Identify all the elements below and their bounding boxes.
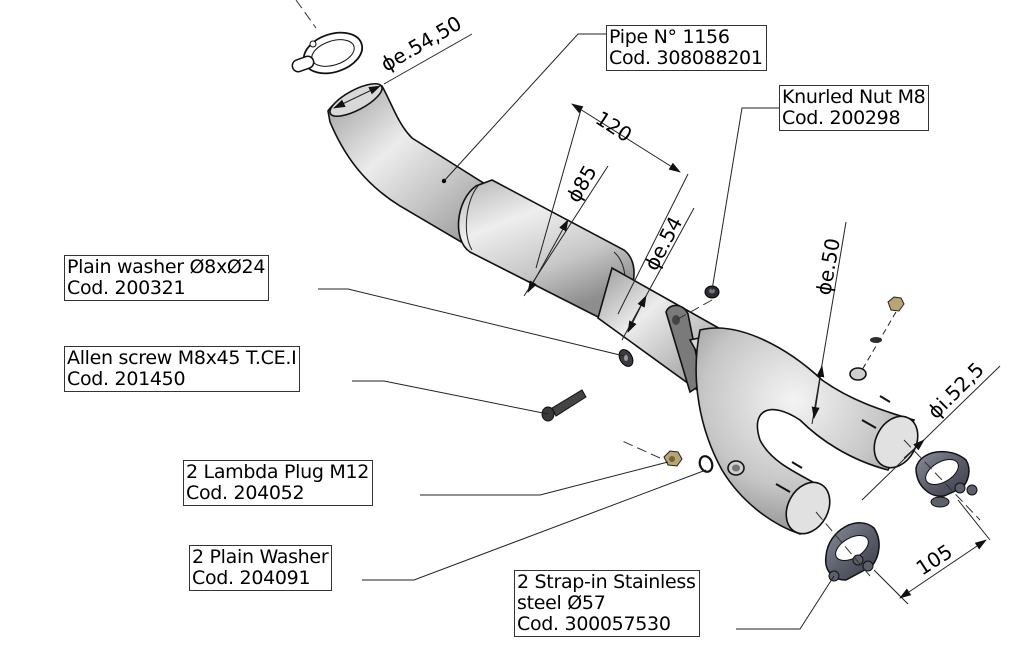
label-pipe-line1: Pipe N° 1156 [609,26,730,48]
label-knurled-nut: Knurled Nut M8 Cod. 200298 [779,85,930,131]
label-lambda-plug-line1: 2 Lambda Plug M12 [186,461,370,483]
plain-washer-part [618,349,634,367]
dim-outlet-inner-diameter: ϕi.52,5 [923,357,989,423]
strap-clamp-upper [915,450,978,508]
label-knurled-nut-line2: Cod. 200298 [782,107,901,129]
label-strap-clamp-line3: Cod. 300057530 [517,613,671,635]
label-plain-washer-line2: Cod. 200321 [67,277,186,299]
label-allen-screw: Allen screw M8x45 T.CE.I Cod. 201450 [64,346,301,392]
strap-clamp-lower [824,522,880,582]
label-strap-clamp-line2: steel Ø57 [517,592,606,614]
label-pipe: Pipe N° 1156 Cod. 308088201 [606,25,767,71]
lambda-plug-part [663,450,683,467]
label-pipe-line2: Cod. 308088201 [609,47,763,69]
label-strap-clamp-line1: 2 Strap-in Stainless [517,571,696,593]
plain-washer-2-part [698,455,714,473]
knurled-nut-part [704,285,720,299]
lambda-boss-upper [849,367,867,381]
label-lambda-plug-line2: Cod. 204052 [186,482,305,504]
dim-outlet-spacing: 105 [912,539,957,580]
label-knurled-nut-line1: Knurled Nut M8 [782,86,926,108]
label-lambda-plug: 2 Lambda Plug M12 Cod. 204052 [183,460,374,506]
lambda-plug-upper-part [861,296,905,371]
top-clamp [291,31,364,75]
label-plain-washer-2: 2 Plain Washer Cod. 204091 [189,545,333,591]
label-plain-washer-line1: Plain washer Ø8xØ24 [67,256,266,278]
axis-lines [295,0,981,577]
pipe-1156 [327,82,919,535]
allen-screw-part [541,389,587,422]
dim-mid-diameter: ϕe.54 [639,212,687,274]
dim-branch-diameter: ϕe.50 [811,236,845,297]
y-junction [695,327,916,535]
outlet-lower [785,481,831,535]
label-plain-washer-2-line1: 2 Plain Washer [192,546,329,568]
dim-inlet-diameter: ϕe.54,50 [377,11,466,76]
label-allen-screw-line1: Allen screw M8x45 T.CE.I [67,347,297,369]
label-plain-washer-2-line2: Cod. 204091 [192,567,311,589]
label-plain-washer: Plain washer Ø8xØ24 Cod. 200321 [64,255,270,301]
label-strap-clamp: 2 Strap-in Stainless steel Ø57 Cod. 3000… [514,570,700,637]
leader-lines [318,33,835,630]
dim-muffler-diameter: ϕ85 [562,161,602,206]
label-allen-screw-line2: Cod. 201450 [67,368,186,390]
